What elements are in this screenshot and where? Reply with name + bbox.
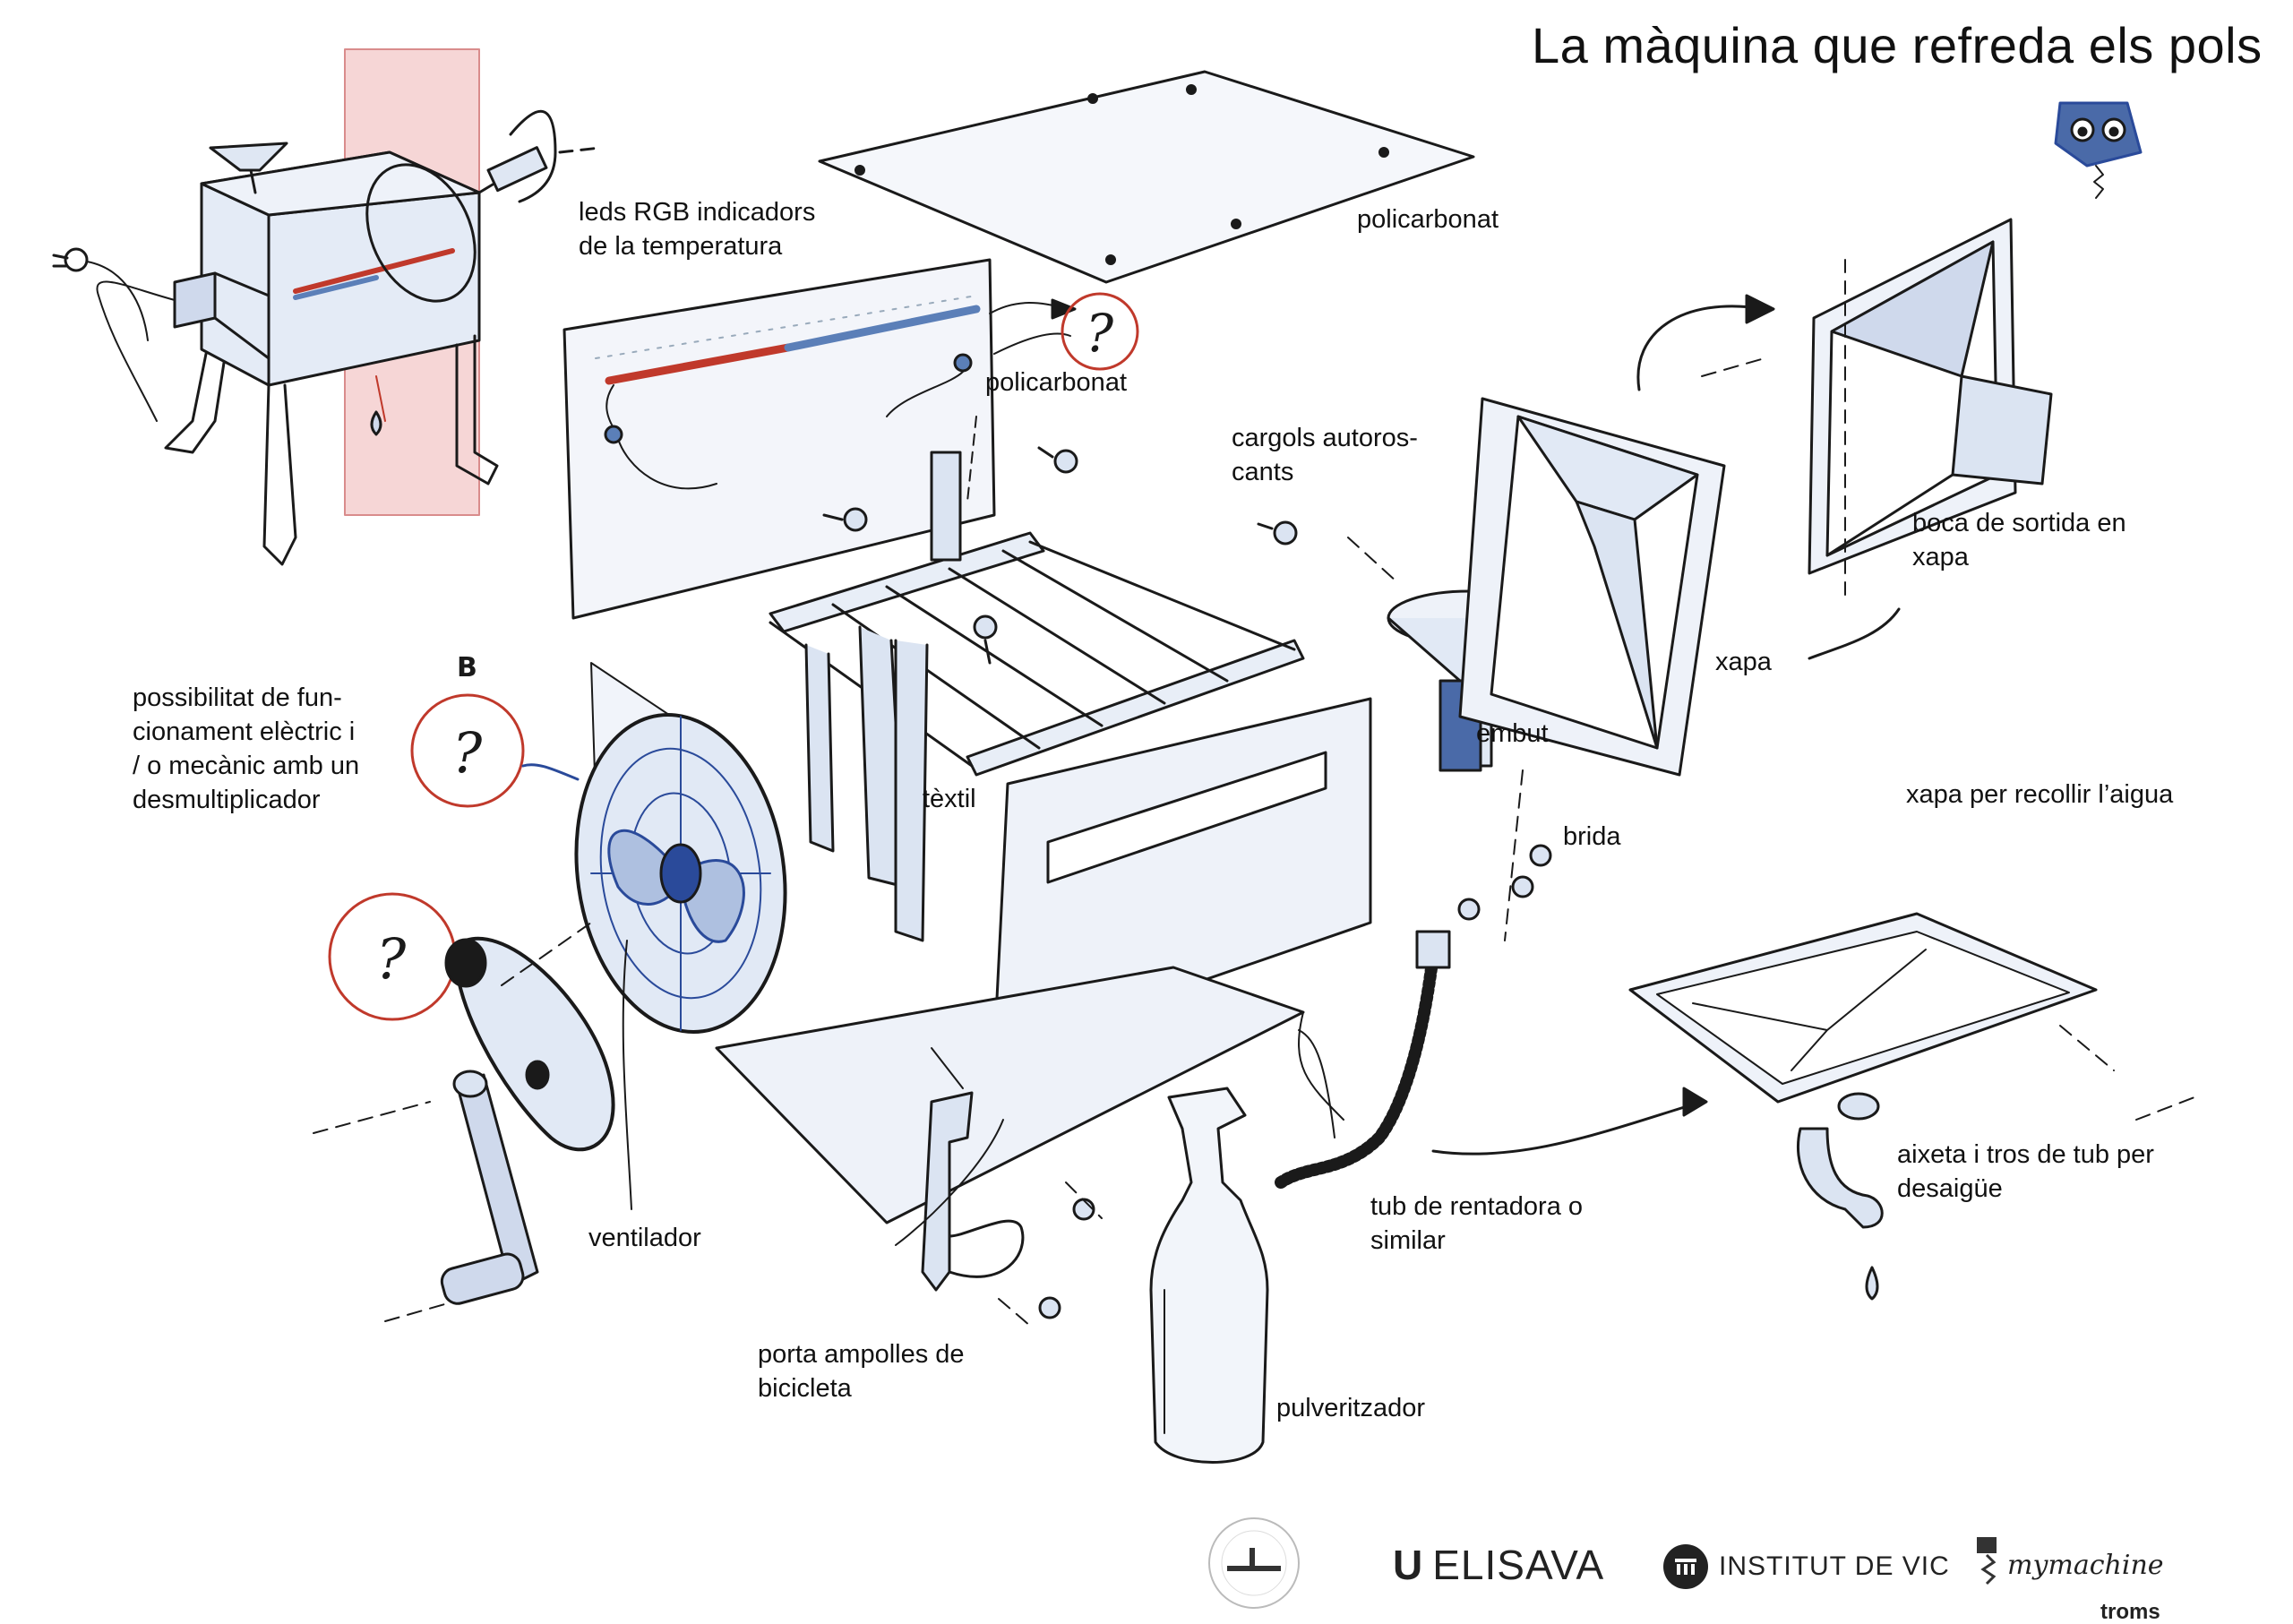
label-policarbonat-mid: policarbonat bbox=[985, 368, 1127, 397]
label-textil: tèxtil bbox=[923, 785, 976, 813]
hopper-panel bbox=[1458, 397, 1726, 777]
elisava-mark: U bbox=[1393, 1542, 1424, 1588]
label-xapa-aigua: xapa per recollir l’aigua bbox=[1906, 780, 2174, 809]
label-boca: boca de sortida en xapa bbox=[1912, 509, 2126, 571]
mymachine-icon bbox=[1977, 1537, 1997, 1585]
policarbonate-top-sheet bbox=[818, 70, 1475, 284]
troms-text: troms bbox=[2100, 1600, 2160, 1624]
label-porta: porta ampolles de bicicleta bbox=[758, 1340, 965, 1403]
label-policarbonat-top: policarbonat bbox=[1357, 205, 1499, 234]
label-leds: leds RGB indicadors de la temperatura bbox=[579, 198, 816, 261]
crank-and-belt bbox=[313, 922, 615, 1322]
question-mark-b: ? bbox=[452, 720, 483, 786]
seal-icon bbox=[1208, 1517, 1300, 1609]
seal-logo bbox=[1205, 1514, 1303, 1612]
question-mark-crank: ? bbox=[376, 926, 407, 992]
institut-vic-logo: INSTITUT DE VIC bbox=[1662, 1542, 1950, 1591]
mymachine-text: mymachine bbox=[2007, 1549, 2164, 1581]
label-xapa: xapa bbox=[1715, 648, 1772, 676]
institut-text: INSTITUT DE VIC bbox=[1719, 1551, 1950, 1581]
label-pulveritzador: pulveritzador bbox=[1276, 1394, 1426, 1422]
spray-bottle bbox=[1149, 1087, 1269, 1464]
question-circle-b bbox=[410, 693, 525, 808]
policarbonate-back-panel bbox=[563, 258, 996, 620]
bottle-holder bbox=[921, 1091, 1025, 1292]
label-brida: brida bbox=[1563, 822, 1621, 851]
label-cargols: cargols autoros- cants bbox=[1232, 424, 1418, 486]
question-mark-top: ? bbox=[1086, 303, 1114, 364]
assembled-machine-sketch bbox=[52, 48, 602, 566]
page-title: La màquina que refreda els pols bbox=[1532, 17, 2263, 73]
water-tray bbox=[1431, 912, 2098, 1156]
label-embut: embut bbox=[1476, 719, 1549, 748]
label-tub: tub de rentadora o similar bbox=[1370, 1192, 1584, 1255]
label-ventilador: ventilador bbox=[588, 1224, 701, 1252]
label-possibilitat: possibilitat de fun- cionament elèctric … bbox=[133, 683, 360, 814]
label-aixeta: aixeta i tros de tub per desaigüe bbox=[1897, 1140, 2154, 1203]
fan bbox=[574, 713, 787, 1034]
frame-with-textile bbox=[769, 416, 1305, 942]
elisava-text: ELISAVA bbox=[1432, 1542, 1605, 1588]
mascot-icon bbox=[2054, 101, 2143, 199]
elisava-logo: U ELISAVA bbox=[1393, 1541, 1604, 1589]
institut-icon bbox=[1663, 1544, 1708, 1589]
mymachine-logo: mymachine bbox=[1966, 1534, 2164, 1596]
outlet-mouth bbox=[1636, 218, 2053, 660]
troms-logo: troms bbox=[2100, 1600, 2160, 1624]
question-circle-top bbox=[1061, 292, 1139, 371]
washing-machine-hose bbox=[1275, 948, 1439, 1189]
letter-b: B bbox=[457, 652, 477, 683]
tap-and-drain-tube bbox=[1796, 1092, 1884, 1301]
